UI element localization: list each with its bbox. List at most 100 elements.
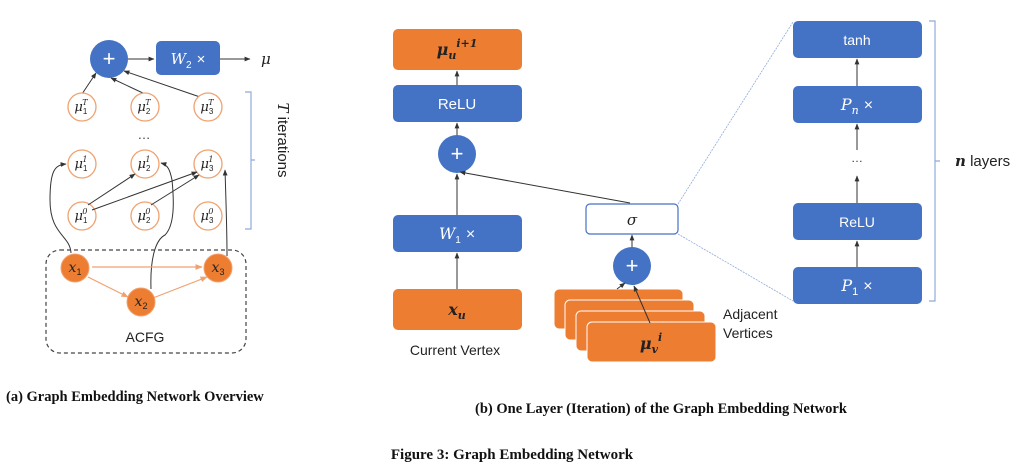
relu-label: ReLU [438,96,476,113]
plus-icon: + [626,253,639,278]
node-sub: 3 [209,107,214,116]
acfg-label: ACFG [126,329,165,345]
pn-box: Pn × [793,86,922,123]
node-sub: 2 [146,164,151,173]
node-base: μ [201,157,209,172]
adj-sub: v [652,343,659,356]
pn-op: × [864,97,873,114]
node-sup: 1 [145,155,150,164]
node-sub: 2 [146,216,151,225]
arrow-x1-mu11 [49,162,72,254]
node-sub: 1 [83,107,88,116]
arrow-sigma-to-sum [459,170,631,204]
acfg-base: x [212,260,220,276]
pn-label: Pn × [840,95,873,117]
node-sup: 0 [145,207,150,216]
w1-box: W1× [393,215,522,252]
node-base: μ [138,157,146,172]
node-sub: 1 [83,164,88,173]
w1-label: W1× [439,224,475,246]
layers-ellipsis: … [851,151,863,165]
sigma-box: σ [585,203,679,235]
node-sup: 1 [208,155,213,164]
node-base: μ [75,209,83,224]
adj-box-label: μvi [640,331,662,356]
p1-box: P1× [793,267,922,304]
node-mu-1-3: μ31 [193,149,223,179]
node-mu-1-1: μ11 [67,149,97,179]
n-layers-label: n layers [955,152,1010,170]
sigma-detail: tanh Pn× … ReLU P1× n layers [793,20,1010,304]
arrow-muT1-sum [81,72,97,95]
adj-sup: i [658,331,662,344]
w2-box: W2× [156,41,220,75]
output-base: μ [437,40,449,59]
node-label: μ1T [74,98,88,116]
adj-base: μ [640,334,652,353]
node-base: μ [138,209,146,224]
arrow-muT2-sum [110,77,146,95]
input-box: xu [393,289,522,330]
acfg-sub: 3 [219,267,224,277]
current-vertex-label: Current Vertex [410,342,500,358]
p1-label: P1× [840,276,872,298]
acfg-base: x [69,260,77,276]
node-label: μ30 [201,207,214,225]
caption-a: (a) Graph Embedding Network Overview [6,389,264,405]
node-sup: T [145,98,151,107]
w2-subscript: 2 [186,60,192,71]
arrow-x2-mu12 [150,162,174,290]
node-sup: T [208,98,214,107]
node-mu-0-2: μ20 [130,201,160,231]
output-box: μui+1 [393,29,522,70]
row-T: μ1T μ2T μ3T [67,92,223,122]
node-sub: 3 [209,216,214,225]
pn-main: P [840,95,852,114]
arrow-adj-to-sum-1 [616,282,626,290]
tanh-label: tanh [843,32,870,48]
adjacent-vertices-stack: μvi [553,288,717,363]
node-mu-T-3: μ3T [193,92,223,122]
iterations-bracket [245,91,255,230]
arrow-adj-to-sum-2 [633,285,651,324]
panel-b: μui+1 ReLU + W1× xu Current Vertex [393,21,794,363]
node-sup: T [82,98,88,107]
iterations-var: T [274,102,292,113]
node-base: μ [201,209,209,224]
w2-operator: × [197,51,206,68]
arrow-mu02-mu13 [150,174,200,206]
input-base: x [447,300,458,319]
input-sub: u [458,309,466,322]
tanh-box: tanh [793,21,922,58]
pn-sub: n [852,104,859,117]
zoom-line-top [677,21,794,205]
w1-sub: 1 [455,235,461,246]
layers-bracket [929,20,940,302]
node-label: μ21 [138,155,151,173]
node-label: μ20 [138,207,151,225]
arrow-mu01-mu13 [91,171,198,211]
node-sup: 1 [82,155,87,164]
relu-box: ReLU [393,85,522,122]
node-label: μ31 [201,155,214,173]
p1-sub: 1 [852,286,858,298]
acfg-node-label: x1 [69,260,82,277]
node-mu-1-2: μ21 [130,149,160,179]
node-label: μ11 [75,155,88,173]
node-label: μ10 [75,207,88,225]
node-mu-0-1: μ10 [67,201,97,231]
output-sup: i+1 [456,37,477,50]
sum-node-a: + [90,40,128,78]
zoom-line-bottom [677,233,794,302]
output-box-label: μui+1 [437,37,478,62]
n-text: layers [966,153,1010,170]
node-sup: 0 [82,207,87,216]
arrow-muT3-sum [123,70,201,98]
sigma-label: σ [627,211,638,229]
p1-op: × [863,278,872,295]
node-mu-T-2: μ2T [130,92,160,122]
